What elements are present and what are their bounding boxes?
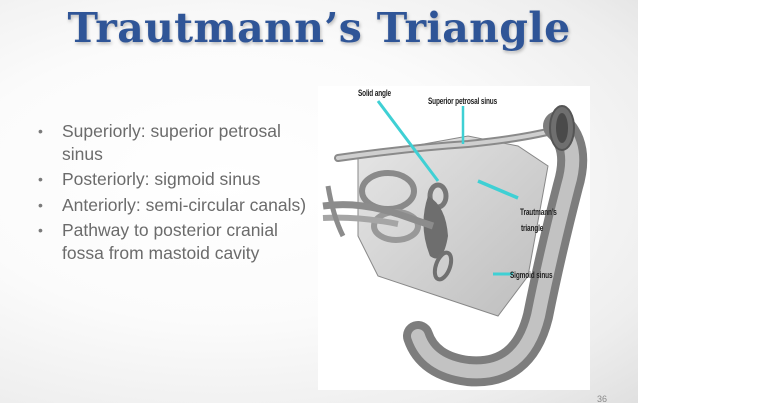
bullet-item: •Posteriorly: sigmoid sinus <box>38 169 261 189</box>
bullet-item: •Anteriorly: semi-circular canals) <box>38 194 307 215</box>
label-trautmanns-triangle-line2: triangle <box>521 223 544 233</box>
temporal-bone-drawing-icon <box>322 100 588 387</box>
slide-title: Trautmann’s Triangle <box>67 4 571 52</box>
bullet-dot-icon: • <box>38 123 43 139</box>
label-trautmanns-triangle-line1: Trautmann’s <box>520 207 557 217</box>
bullet-dot-icon: • <box>38 222 43 238</box>
page-number: 36 <box>597 394 608 403</box>
slide: Trautmann’s Triangle •Superiorly: superi… <box>0 0 638 403</box>
label-superior-petrosal-sinus: Superior petrosal sinus <box>428 96 498 106</box>
bullet-list: •Superiorly: superior petrosal sinus •Po… <box>38 120 318 267</box>
anatomy-illustration: Solid angle Superior petrosal sinus Trau… <box>318 86 590 390</box>
label-sigmoid-sinus: Sigmoid sinus <box>510 270 553 280</box>
bullet-item: •Pathway to posterior cranial fossa from… <box>38 220 278 263</box>
bullet-dot-icon: • <box>38 196 43 213</box>
bullet-dot-icon: • <box>38 171 43 187</box>
label-solid-angle: Solid angle <box>358 88 391 98</box>
bullet-item: •Superiorly: superior petrosal sinus <box>38 121 281 164</box>
